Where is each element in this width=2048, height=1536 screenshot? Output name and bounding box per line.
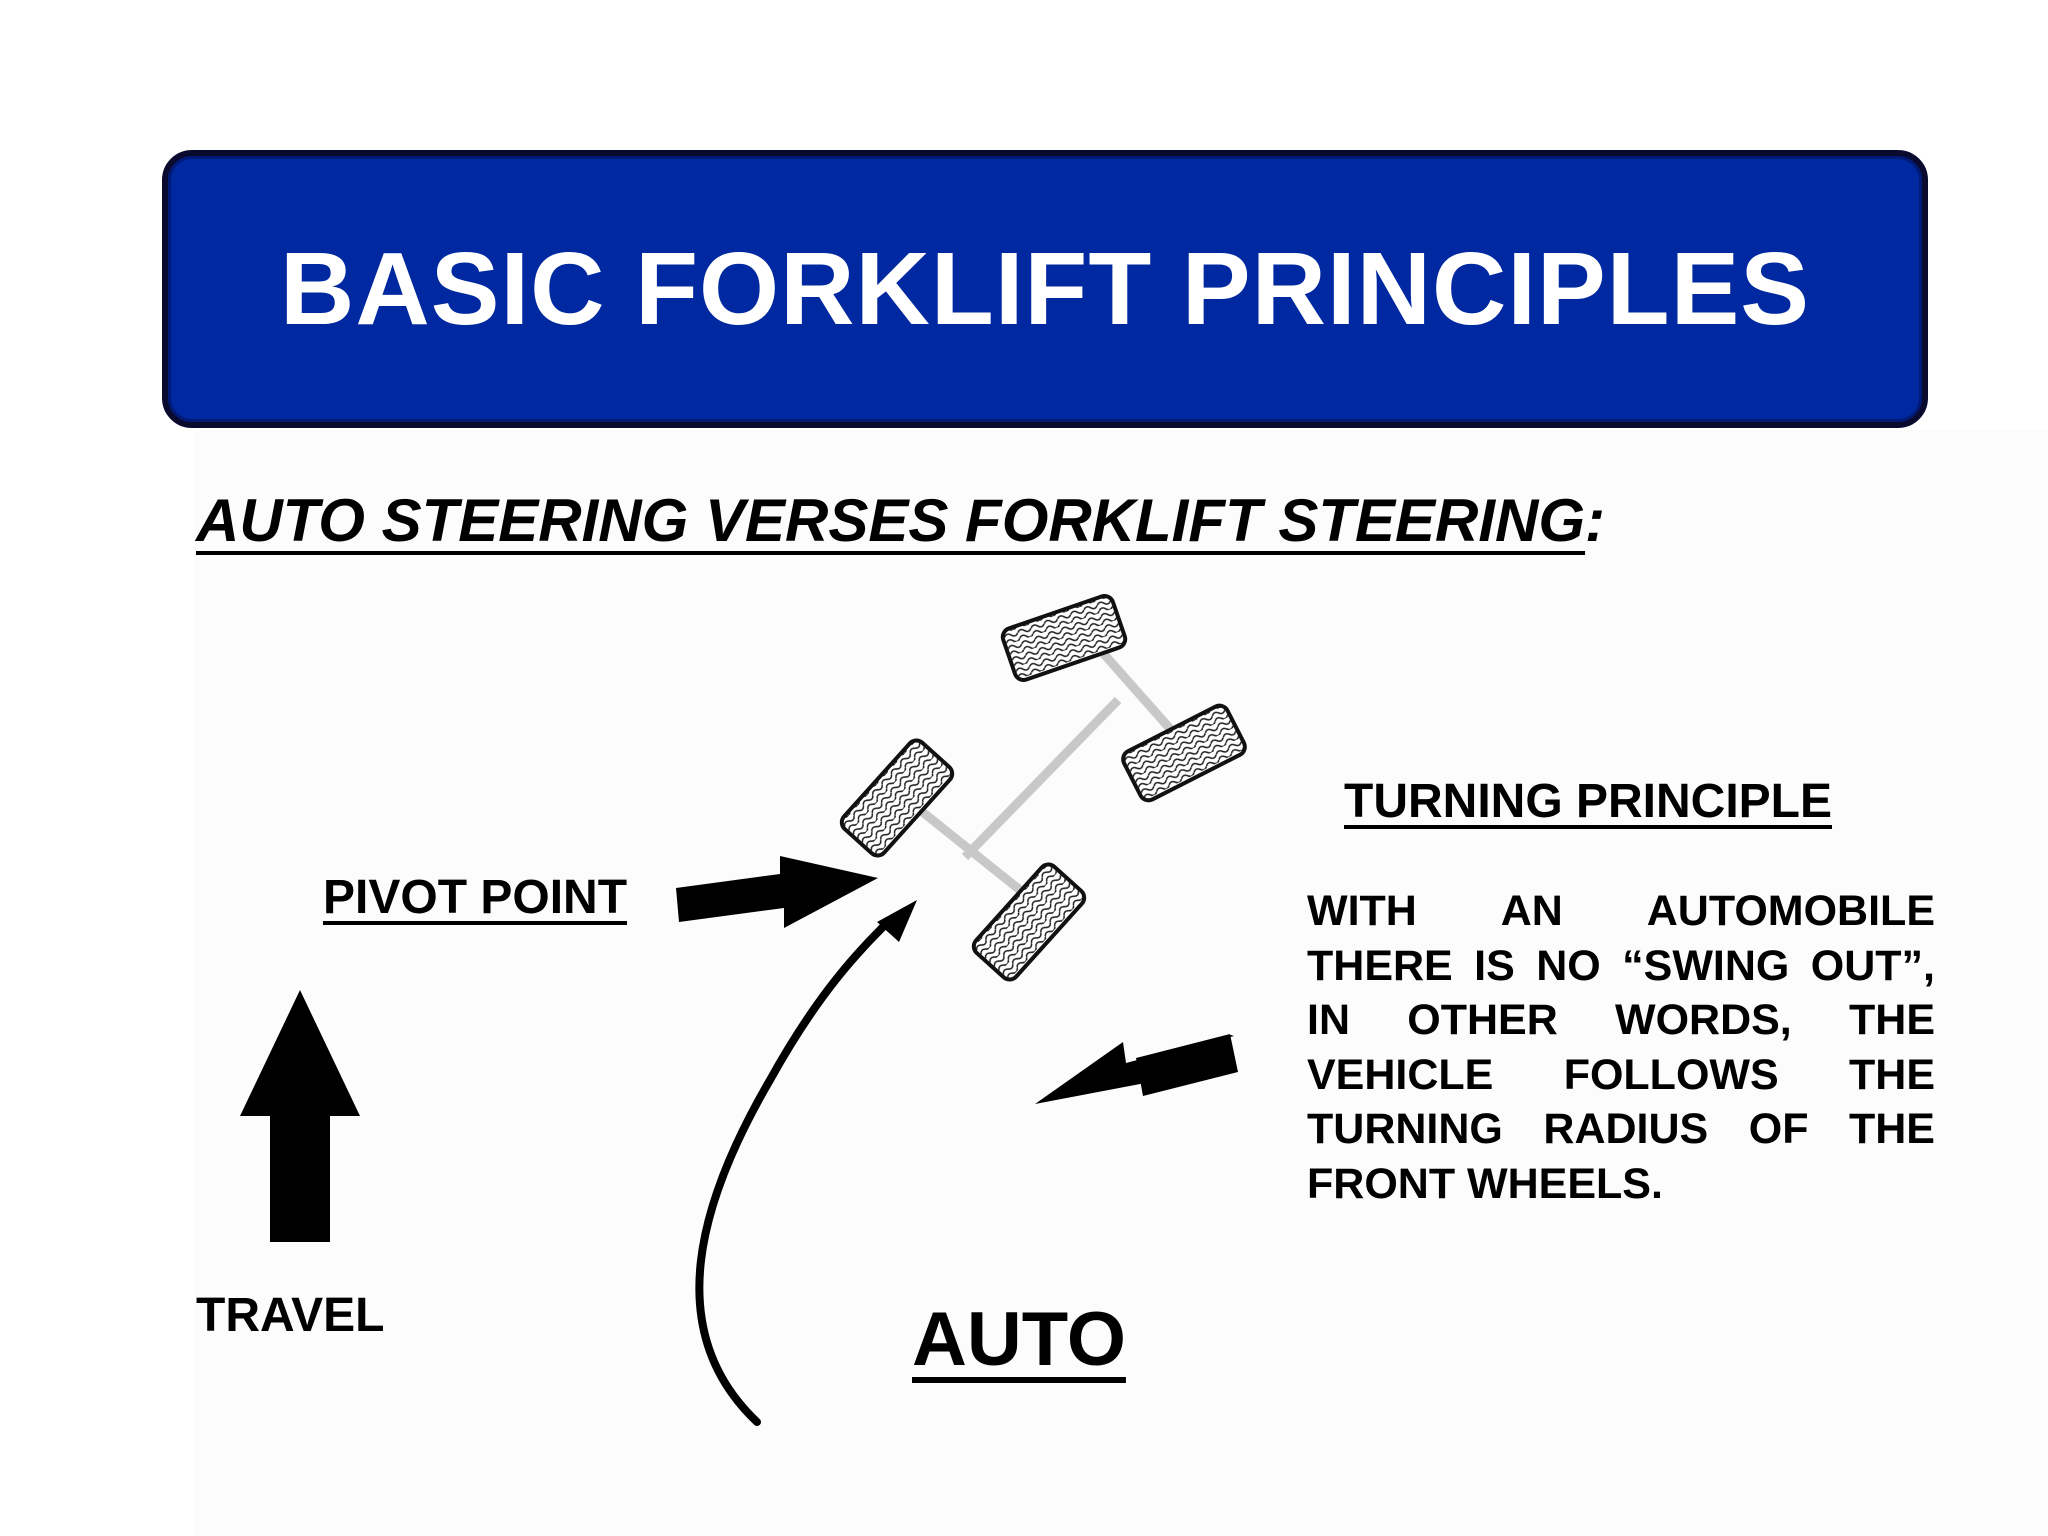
up-arrow-icon	[240, 990, 360, 1242]
subtitle-colon: :	[1585, 487, 1606, 554]
travel-label: TRAVEL	[196, 1289, 385, 1342]
subtitle-text: AUTO STEERING VERSES FORKLIFT STEERING	[196, 487, 1586, 554]
right-arrow-icon	[676, 856, 878, 928]
auto-label: AUTO	[912, 1297, 1126, 1382]
front-left-wheel	[1000, 594, 1128, 682]
chassis-spine	[961, 696, 1122, 861]
subtitle: AUTO STEERING VERSES FORKLIFT STEERING:	[196, 488, 1605, 554]
curved-arrow-icon	[695, 916, 894, 1426]
rear-right-wheel	[971, 862, 1087, 982]
pivot-point-label: PIVOT POINT	[323, 871, 628, 924]
turning-principle-description: WITH AN AUTOMOBILE THERE IS NO “SWING OU…	[1307, 887, 1935, 1208]
curved-arrow-head	[877, 900, 917, 942]
page-title: BASIC FORKLIFT PRINCIPLES	[280, 231, 1810, 346]
title-banner: BASIC FORKLIFT PRINCIPLES	[162, 150, 1928, 428]
rear-left-wheel	[839, 738, 955, 858]
front-right-wheel	[1121, 703, 1247, 803]
left-arrow-icon	[1035, 1035, 1234, 1104]
background-panel	[195, 430, 2048, 1536]
turning-principle-heading: TURNING PRINCIPLE	[1344, 775, 1833, 828]
left-arrow-shaft	[1136, 1034, 1238, 1096]
